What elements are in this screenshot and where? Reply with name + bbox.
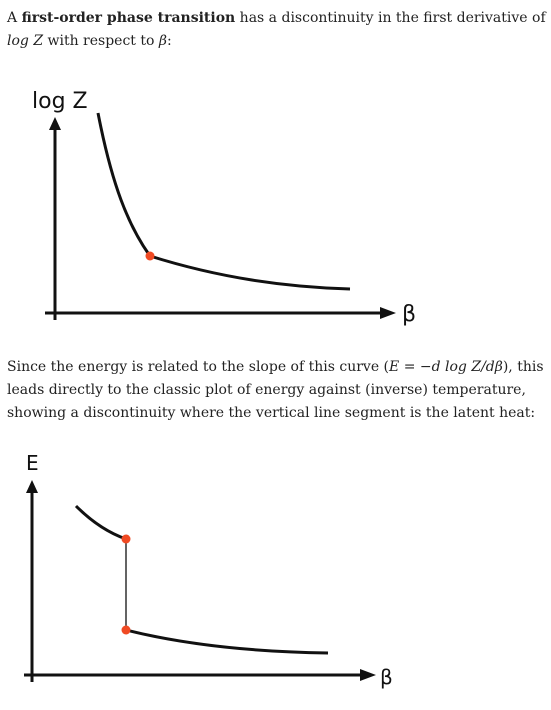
intro-middle-text: has a discontinuity in the first derivat… bbox=[235, 10, 546, 26]
math-beta: β bbox=[158, 33, 167, 49]
energy-vs-beta-figure: E β bbox=[24, 451, 393, 689]
energy-text-after: ), this leads directly to the classic pl… bbox=[7, 359, 544, 421]
lower-discontinuity-marker bbox=[121, 625, 131, 635]
shallow-branch-curve bbox=[149, 254, 351, 291]
steep-branch-curve bbox=[96, 112, 152, 257]
x-axis-label-beta: β bbox=[402, 302, 416, 327]
intro-paragraph: A first-order phase transition has a dis… bbox=[7, 7, 547, 53]
x-axis-arrowhead bbox=[360, 669, 376, 681]
y-axis-arrowhead bbox=[26, 480, 38, 493]
y-axis-label-e: E bbox=[26, 451, 39, 475]
intro-colon: : bbox=[166, 33, 172, 49]
upper-discontinuity-marker bbox=[121, 534, 131, 544]
intro-with-respect-text: with respect to bbox=[43, 33, 159, 49]
lower-branch-curve bbox=[125, 628, 329, 655]
y-axis-label-log-z: log Z bbox=[32, 89, 88, 114]
x-axis-arrowhead bbox=[380, 307, 396, 319]
math-log-z: log Z bbox=[7, 33, 44, 49]
x-axis-label-beta: β bbox=[380, 665, 393, 689]
y-axis-arrowhead bbox=[49, 117, 61, 130]
log-z-vs-beta-figure: log Z β bbox=[32, 89, 416, 327]
energy-formula: E = −d log Z/dβ bbox=[389, 359, 503, 375]
energy-text-before: Since the energy is related to the slope… bbox=[7, 359, 390, 375]
upper-branch-curve bbox=[74, 504, 127, 541]
transition-kink-marker bbox=[145, 251, 155, 261]
term-first-order-phase-transition: first-order phase transition bbox=[21, 10, 236, 26]
intro-prefix: A bbox=[7, 10, 22, 26]
energy-paragraph: Since the energy is related to the slope… bbox=[7, 356, 547, 425]
